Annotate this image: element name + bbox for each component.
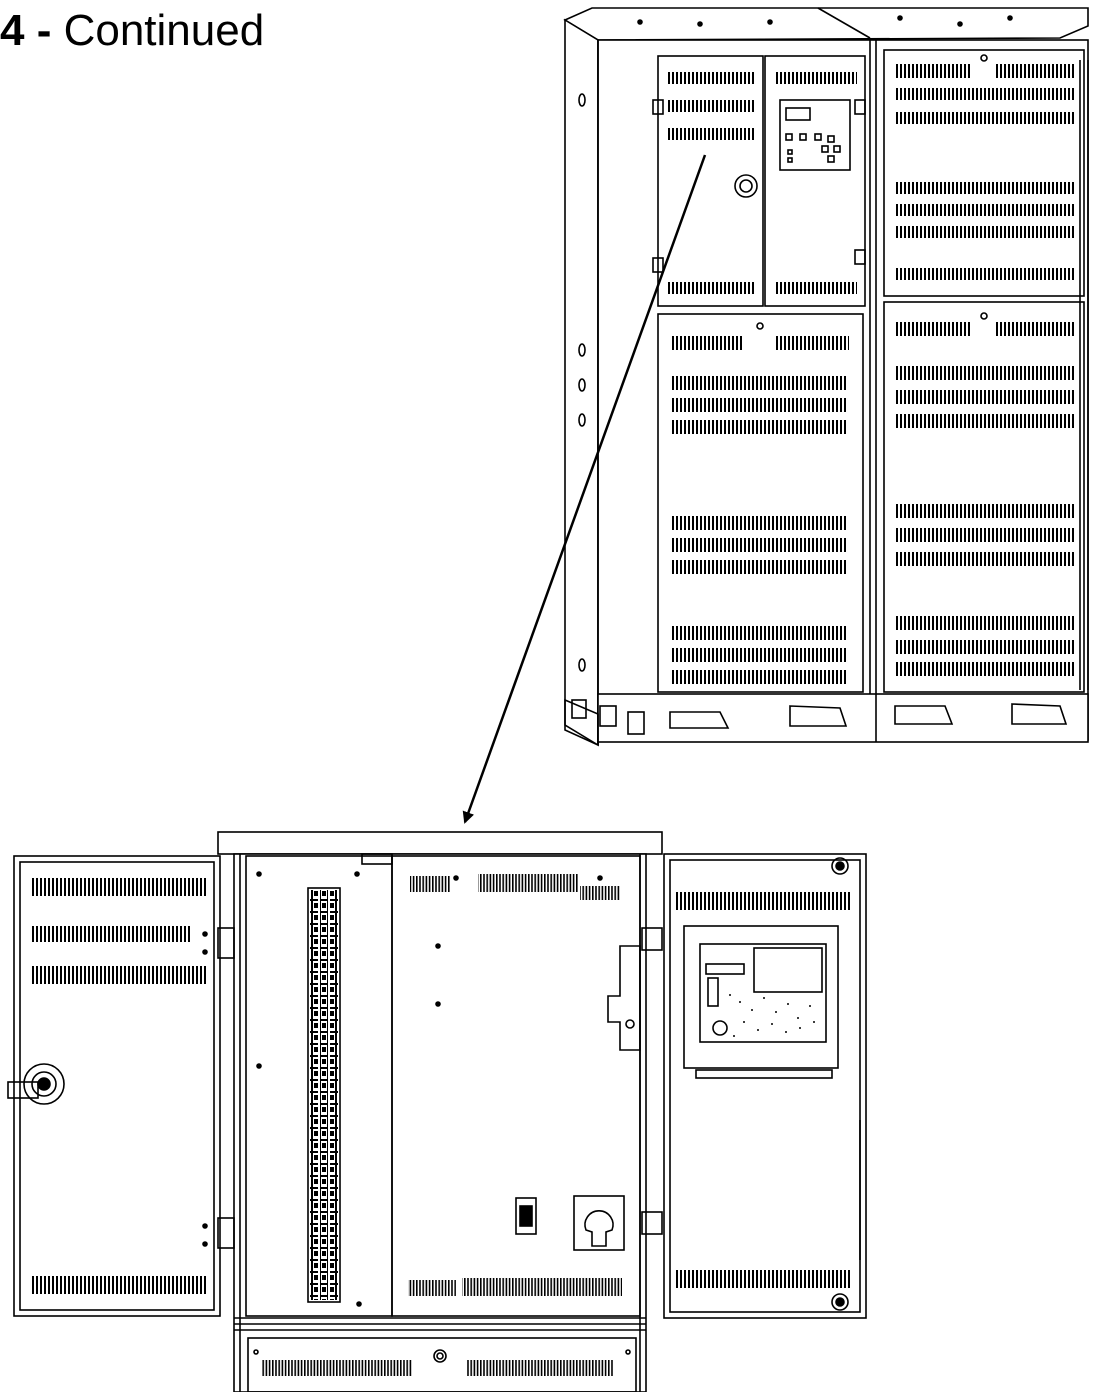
figure-continued-label: Continued: [63, 6, 265, 55]
controller-panel-iso: [779, 99, 851, 171]
upper-left-door-iso: [657, 55, 764, 307]
open-cabinet-detail: [7, 831, 867, 1392]
control-board-enclosure: [683, 925, 839, 1069]
figure-heading: 4 - Continued: [0, 6, 264, 56]
disconnect-switch: [573, 1195, 625, 1251]
terminal-block-strip: [307, 887, 341, 1303]
figure-number: 4 -: [0, 6, 52, 55]
main-inner-panel: [391, 855, 641, 1317]
left-open-door: [13, 855, 221, 1317]
cabinet-assembly-iso: [563, 7, 1089, 747]
right-open-door: [663, 853, 867, 1319]
breaker: [515, 1197, 537, 1235]
door-lock-icon: [23, 1063, 65, 1105]
circuit-board: [699, 943, 827, 1043]
callout-arrow: [462, 154, 707, 824]
